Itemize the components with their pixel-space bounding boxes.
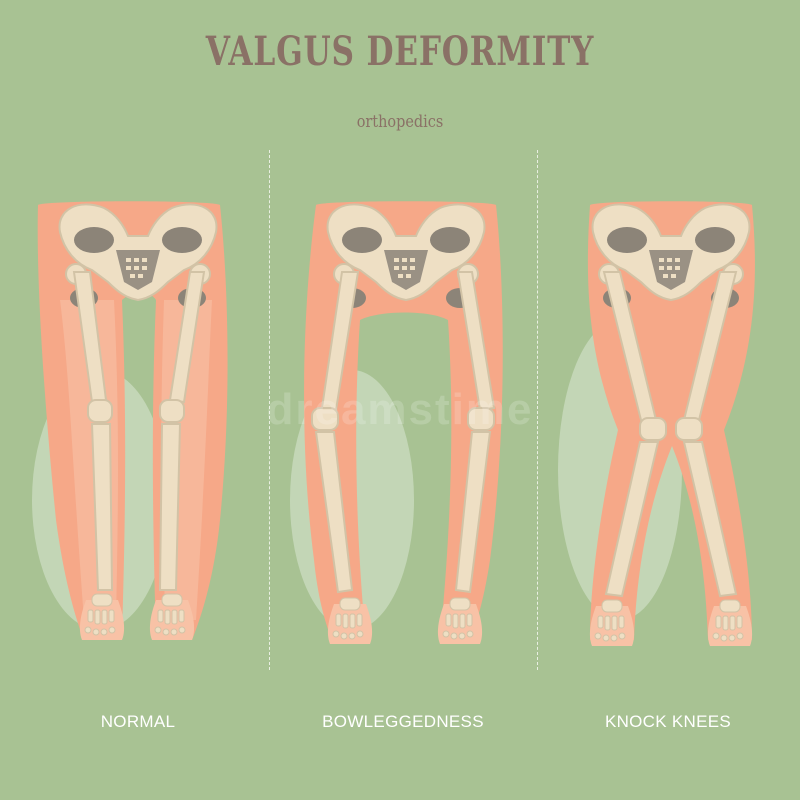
divider-right	[537, 150, 538, 670]
figure-normal	[32, 201, 228, 641]
divider-left	[269, 150, 270, 670]
figure-bowleggedness	[290, 201, 503, 645]
label-bowleggedness: BOWLEGGEDNESS	[322, 712, 484, 731]
tibia-icon	[90, 423, 114, 591]
figure-knock-knees	[558, 201, 755, 647]
label-normal: NORMAL	[100, 712, 176, 731]
page-title: VALGUS DEFORMITY	[205, 28, 595, 75]
watermark: dreamstime	[266, 385, 534, 434]
label-knock-knees: KNOCK KNEES	[604, 712, 732, 731]
page-subtitle: orthopedics	[356, 112, 444, 132]
